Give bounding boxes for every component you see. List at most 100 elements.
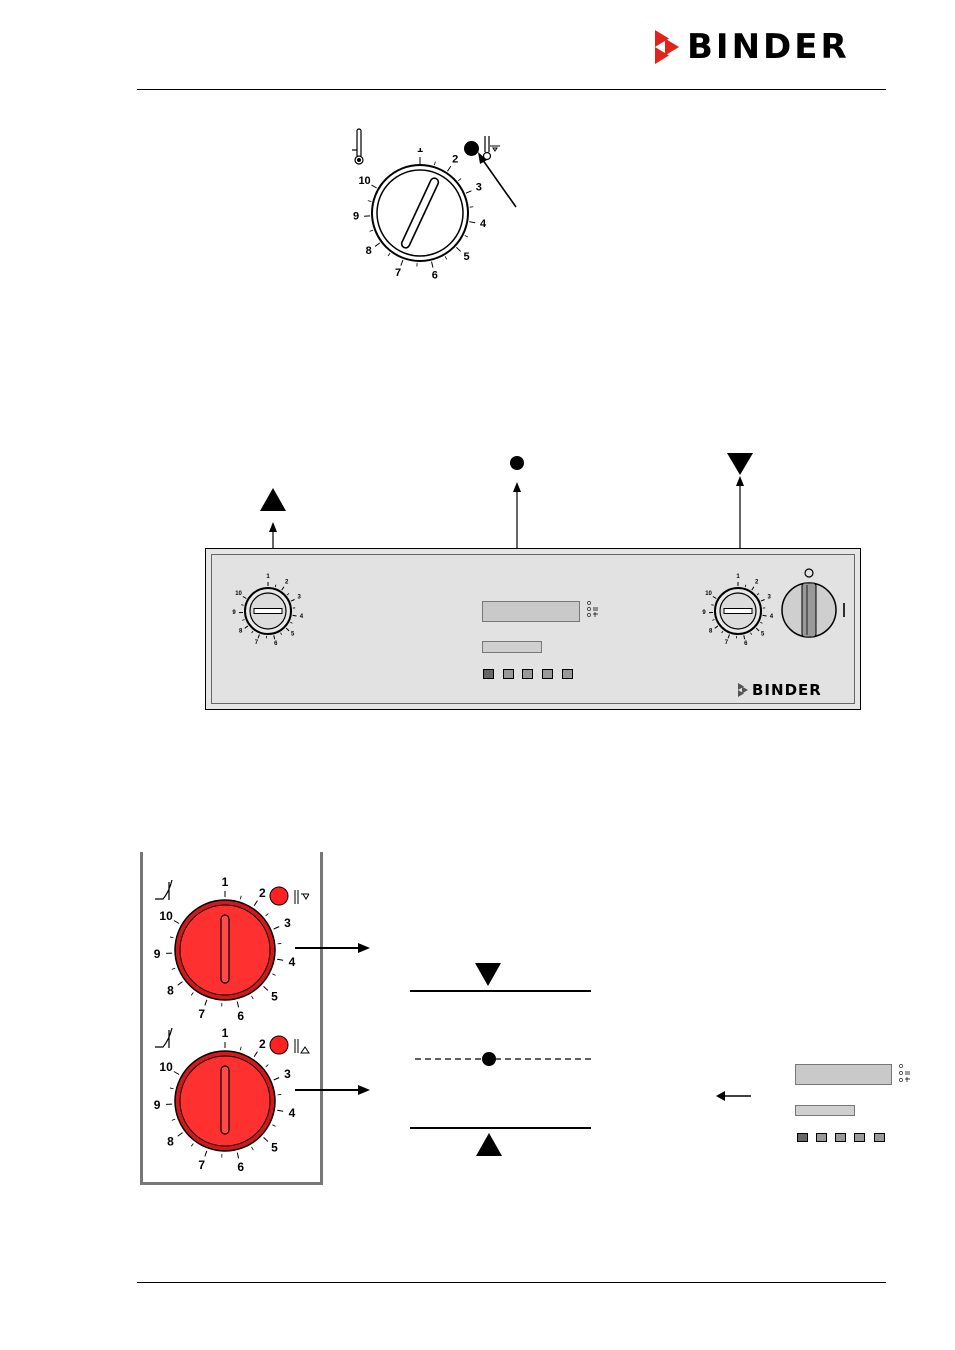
dial-scale-label: 6 [274, 641, 278, 647]
dial-minor-tick [251, 995, 254, 1000]
dial-minor-tick [274, 584, 277, 588]
dial-tick [751, 586, 755, 591]
dial-scale-label: 3 [284, 916, 291, 930]
dial-minor-tick [711, 604, 714, 606]
dial-scale-label: 5 [271, 990, 278, 1004]
dial-minor-tick [169, 1087, 174, 1090]
dial-tick [253, 900, 258, 906]
panel-callout-lines [269, 476, 744, 586]
dial-tick [285, 627, 290, 632]
dial-tick [257, 634, 260, 639]
dial-minor-tick [458, 178, 462, 182]
dial-scale-label: 9 [154, 947, 161, 961]
dial-scale-label: 5 [291, 631, 295, 637]
dial-scale-label: 2 [259, 886, 266, 900]
dial-tick [371, 184, 377, 189]
dial-minor-tick [387, 252, 391, 257]
dial-scale-label: 6 [237, 1160, 244, 1174]
mini-down-button[interactable] [816, 1133, 827, 1142]
status-led-icons [587, 601, 598, 617]
mini-status-led-icons [899, 1064, 910, 1082]
dial-tick [273, 635, 276, 640]
dial-tick [204, 999, 208, 1006]
dial-scale-label: 10 [159, 1060, 173, 1074]
dial-minor-tick [280, 632, 283, 635]
thermometer-icon [352, 128, 364, 165]
footer-rule [137, 1282, 886, 1283]
dial-tick [292, 614, 297, 617]
overtemperature-icon [482, 136, 500, 161]
dial-minor-tick [242, 619, 245, 621]
dial-tick [173, 920, 180, 924]
mini-save-button[interactable] [854, 1133, 865, 1142]
panel-logo-mark [738, 683, 748, 697]
dial-tick [400, 259, 404, 266]
save-button[interactable] [542, 669, 553, 679]
marker-triangle-down [727, 453, 753, 475]
dial-scale-label: 4 [770, 614, 774, 620]
dial-tick [727, 634, 730, 639]
dial-tick [465, 190, 472, 194]
dial-scale-label: 8 [709, 628, 713, 634]
threshold-diagram [410, 963, 593, 1156]
dial-tick [273, 926, 280, 930]
indicator-lamp [464, 141, 479, 156]
mini-up-button[interactable] [835, 1133, 846, 1142]
panel-brand-name: BINDER [752, 681, 822, 699]
dial-tick [431, 261, 434, 268]
controller-display [482, 601, 580, 622]
binder-logo-mark [655, 30, 679, 64]
dial-minor-tick [750, 632, 753, 635]
mini-controller-display [795, 1064, 892, 1085]
mini-exit-button[interactable] [874, 1133, 885, 1142]
dial-minor-tick [239, 1046, 242, 1051]
dial-minor-tick [265, 913, 269, 917]
dial-scale-label: 3 [768, 595, 772, 601]
dial-scale-label: 7 [255, 640, 259, 646]
brand-name: BINDER [687, 27, 850, 67]
dial-scale-label: 1 [222, 875, 229, 889]
page-header: BINDER [0, 0, 955, 95]
dial-minor-tick [251, 1146, 254, 1151]
mini-set-button[interactable] [797, 1133, 808, 1142]
up-button[interactable] [522, 669, 533, 679]
dial-housing [140, 852, 323, 1185]
dial-ticks [239, 582, 297, 640]
dial-tick [277, 1109, 284, 1112]
exit-button[interactable] [562, 669, 573, 679]
dial-scale-label: 2 [755, 580, 759, 586]
dial-minor-tick [369, 229, 374, 232]
dial-scale-label: 1 [736, 574, 740, 580]
dial-minor-tick [367, 200, 372, 202]
dial-minor-tick [251, 630, 254, 634]
dial-minor-tick [756, 593, 760, 596]
set-button[interactable] [483, 669, 494, 679]
dial-tick [253, 1051, 258, 1057]
dial-tick [762, 614, 767, 617]
dial-scale-label: 7 [395, 267, 401, 279]
dial-tick [714, 625, 719, 629]
dial-minor-tick [760, 621, 763, 624]
dial-minor-tick [171, 967, 176, 970]
dial-scale-label: 8 [366, 245, 372, 257]
dial-scale-label: 9 [353, 211, 359, 223]
header-rule [137, 89, 886, 90]
dial-scale-label: 8 [167, 1135, 174, 1149]
down-button[interactable] [503, 669, 514, 679]
dial-ticks [166, 891, 284, 1008]
dial-scale-label: 9 [154, 1098, 161, 1112]
dial-scale-label: 2 [452, 154, 458, 166]
dial-minor-tick [464, 235, 469, 238]
small-arrow-left [716, 1091, 751, 1101]
dial-ticks [166, 1042, 284, 1159]
dial-minor-tick [712, 619, 715, 621]
dial-scale-label: 8 [239, 628, 243, 634]
power-switch[interactable] [774, 565, 854, 647]
